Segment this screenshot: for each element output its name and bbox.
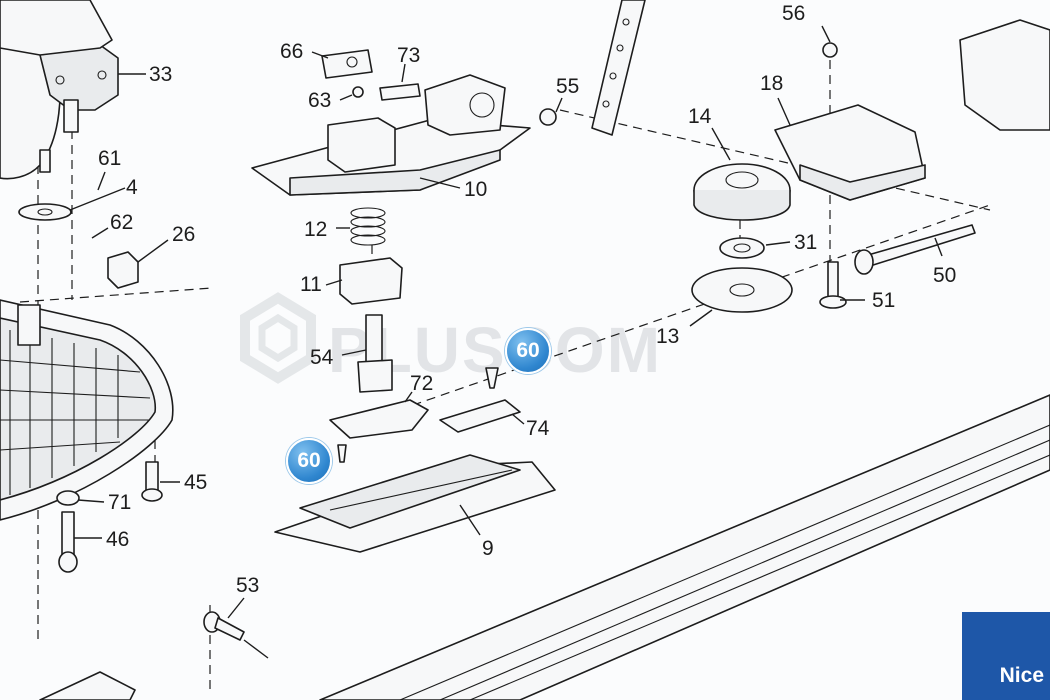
callout-labels: 33 61 4 62 26 66 73 63 10 55 56 18 14 31…	[98, 2, 956, 597]
callout-51: 51	[872, 289, 895, 312]
motor-assembly	[0, 0, 119, 180]
callout-73: 73	[397, 44, 420, 67]
callout-61: 61	[98, 147, 121, 170]
callout-26: 26	[172, 223, 195, 246]
callout-4: 4	[126, 176, 138, 199]
callout-14: 14	[688, 105, 712, 128]
brand-text: Nice	[999, 664, 1044, 687]
base-plate	[0, 299, 174, 521]
callout-72: 72	[410, 372, 433, 395]
leader-lines	[69, 25, 943, 659]
callout-62: 62	[110, 211, 133, 234]
rail	[39, 394, 1050, 700]
callout-10: 10	[464, 178, 487, 201]
callout-46: 46	[106, 528, 129, 551]
callout-53: 53	[236, 574, 259, 597]
callout-badge-60-upper: 60	[505, 328, 551, 374]
callout-66: 66	[280, 40, 303, 63]
callout-74: 74	[526, 417, 550, 440]
callout-11: 11	[300, 273, 322, 296]
callout-54: 54	[310, 346, 334, 369]
callout-45: 45	[184, 471, 207, 494]
callout-18: 18	[760, 72, 783, 95]
callout-33: 33	[149, 63, 172, 86]
watermark: PLUSCOM	[240, 292, 660, 386]
callout-56: 56	[782, 2, 805, 25]
parts	[18, 0, 1050, 641]
callout-13: 13	[656, 325, 679, 348]
callout-63: 63	[308, 89, 331, 112]
callout-55: 55	[556, 75, 579, 98]
callout-badge-60-lower: 60	[286, 438, 332, 484]
callout-12: 12	[304, 218, 327, 241]
callout-50: 50	[933, 264, 956, 287]
callout-31: 31	[794, 231, 817, 254]
callout-71: 71	[108, 491, 131, 514]
callout-9: 9	[482, 537, 494, 560]
brand-logo: Nice	[962, 612, 1050, 700]
